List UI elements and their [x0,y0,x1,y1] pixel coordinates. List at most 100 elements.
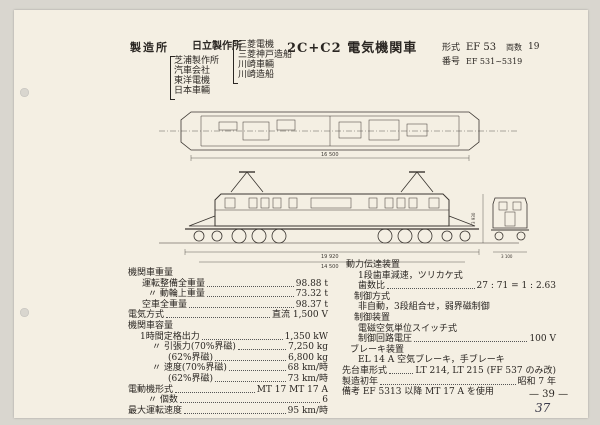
dim-end-height: 3 930 [471,212,476,224]
builders-mid: 芝浦製作所 汽車会社 東洋電機 日本車輛 [174,56,219,96]
count-label: 両数 [506,43,522,52]
spec-label: 製造初年 [342,376,379,387]
leader-dots [238,349,286,351]
leader-dots [215,359,286,361]
spec-label: 〃 速度(70%界磁) [152,363,227,374]
spec-row: 制御回路電圧 100 V [342,334,556,345]
spec-row: 1段歯車減速，ツリカケ式 [342,271,556,282]
spec-value: 6,800 kg [288,352,328,363]
plan-view [159,111,519,161]
dim-length-over-body: 16 500 [321,152,339,158]
dim-total-length: 19 920 [321,254,339,260]
spec-label: EL 14 A 空気ブレーキ，手ブレーキ [358,355,505,366]
leader-dots [387,288,475,290]
pantograph [230,171,434,193]
builder-name: 川崎車輛 [238,60,275,70]
spec-label: 歯数比 [358,281,386,292]
leader-dots [389,372,413,374]
spec-row: 非自動，3段組合せ，弱界磁制御 [342,302,556,313]
builder-name: 芝浦製作所 [174,56,220,66]
number-value: EF 531~5319 [466,57,523,66]
spec-value: 68 km/時 [287,363,328,374]
spec-row: 製造初年 昭和 7 年 [342,377,556,388]
spec-row: 運転整備全重量 98.88 t [128,279,328,290]
spec-label: 最大運転速度 [128,405,183,416]
builder-name: 三菱電機 [238,40,275,50]
spec-row: 電気方式直流 1,500 V [128,310,328,321]
spec-label: ブレーキ装置 [350,344,405,355]
leader-dots [380,383,516,385]
spec-label: 空車全重量 [142,299,188,310]
handwritten-page-number: 37 [535,401,551,415]
spec-row: 電動機形式 MT 17 MT 17 A [128,385,328,396]
number-label: 番号 [442,57,461,67]
dim-end-width: 3 100 [501,254,513,259]
spec-label: 制御装置 [354,312,391,323]
spec-row: 〃 速度(70%界磁) 68 km/時 [128,363,328,374]
spec-value: 昭和 7 年 [517,376,556,387]
page-number: — 39 — [529,389,569,400]
spec-value: 100 V [529,334,556,345]
builder-name: 日立製作所 [192,41,242,52]
spec-label: 備考 EF 5313 以降 MT 17 A を使用 [342,387,494,398]
builder-name: 三菱神戸造船 [238,50,293,60]
spec-label: 制御方式 [354,291,391,302]
builders-right: 三菱電機 三菱神戸造船 川崎車輛 川崎造船 [238,40,292,80]
spec-row: 最大運転速度 95 km/時 [128,406,328,417]
spec-value: 73 km/時 [287,373,328,384]
leader-dots [414,341,527,343]
spec-row: 電磁空気単位スイッチ式 [342,324,556,335]
builders-left: 日立製作所 [192,42,242,52]
locomotive-drawing: 16 500 [159,111,529,270]
spec-label: 機関車容量 [128,320,174,331]
side-view [159,193,519,263]
leader-dots [184,412,286,414]
spec-row: ブレーキ装置 [342,345,556,356]
spec-row: 〃 引張力(70%界磁) 7,250 kg [128,342,328,353]
spec-value: MT 17 MT 17 A [256,384,328,395]
spec-value: 95 km/時 [287,405,328,416]
spec-label: (62%界磁) [168,352,214,363]
spec-row: EL 14 A 空気ブレーキ，手ブレーキ [342,355,556,366]
spec-value: 98.88 t [295,278,328,289]
spec-label: 動力伝達装置 [346,260,401,270]
bracket [233,40,238,84]
spec-label: 〃 個数 [148,395,178,406]
punch-hole [20,308,29,317]
spec-label: 〃 引張力(70%界磁) [152,342,236,353]
spec-label: 電動機形式 [128,384,174,395]
spec-row: 備考 EF 5313 以降 MT 17 A を使用 [342,387,556,398]
spec-label: 先台車形式 [342,365,388,376]
builder-name: 日本車輛 [174,86,211,96]
dim-frame-length: 14 500 [321,264,339,270]
builder-name: 東洋電機 [174,76,211,86]
punch-hole [20,88,29,97]
spec-label: 電気方式 [128,310,165,321]
builder-name: 川崎造船 [238,70,275,80]
spec-row: 空車全重量 98.37 t [128,300,328,311]
spec-value: 7,250 kg [288,342,328,353]
spec-value: 1,350 kW [284,331,328,342]
spec-label: 運転整備全重量 [142,278,206,289]
leader-dots [175,391,255,393]
spec-label: 制御回路電圧 [358,334,413,345]
document-page: 製造所 日立製作所 芝浦製作所 汽車会社 東洋電機 日本車輛 三菱電機 三菱神戸… [14,10,588,418]
page-title: 2C+C2 電気機関車 [287,41,418,56]
count-value: 19 [528,42,540,52]
spec-value: 6 [322,395,328,406]
form-label: 形式 [442,43,461,53]
leader-dots [180,402,320,404]
spec-label: 〃 動輪上重量 [148,289,205,300]
leader-dots [202,338,283,340]
spec-row: 制御方式 [342,292,556,303]
spec-label: 電磁空気単位スイッチ式 [358,323,458,334]
spec-label: 1段歯車減速，ツリカケ式 [358,270,463,281]
spec-row: (62%界磁) 6,800 kg [128,353,328,364]
manufacturers-label: 製造所 [130,41,169,54]
spec-row: (62%界磁)73 km/時 [128,374,328,385]
spec-value: 98.37 t [295,299,328,310]
